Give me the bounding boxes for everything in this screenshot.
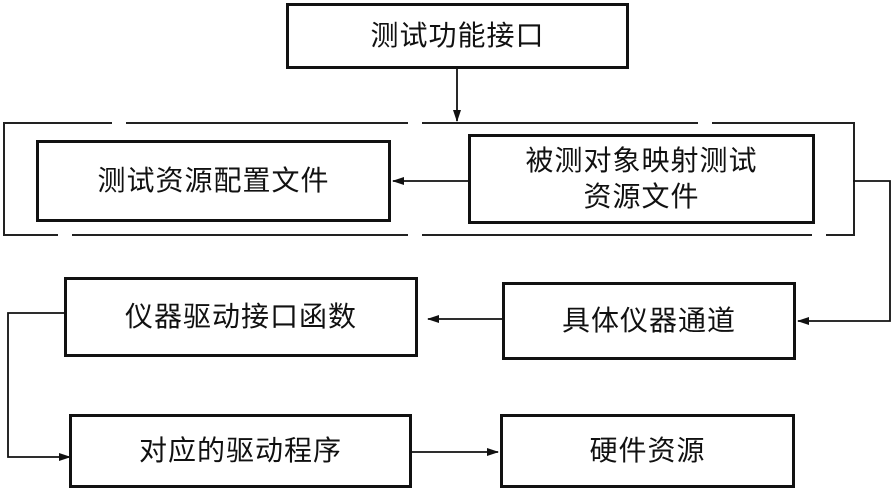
config-files-group-frame [3,122,855,236]
mapping-file-label-line2: 资源文件 [583,180,700,213]
frame-gap [58,232,72,240]
resource-config-label: 测试资源配置文件 [97,164,330,197]
frame-gap [408,118,422,126]
driver-program-label: 对应的驱动程序 [138,434,342,467]
hardware-resource-label: 硬件资源 [589,434,706,467]
mapping-file-box: 被测对象映射测试 资源文件 [468,134,815,224]
frame-gap [408,232,422,240]
arrow-driver-api-to-driver [7,312,71,461]
test-interface-label: 测试功能接口 [370,19,545,52]
resource-config-box: 测试资源配置文件 [36,140,391,222]
frame-gap [698,118,712,126]
test-interface-box: 测试功能接口 [286,3,629,69]
mapping-file-label-line1: 被测对象映射测试 [525,144,758,177]
hardware-resource-box: 硬件资源 [500,414,795,488]
frame-gap [812,232,826,240]
driver-program-box: 对应的驱动程序 [69,414,412,488]
instrument-driver-api-box: 仪器驱动接口函数 [64,277,418,357]
frame-gap [112,118,126,126]
instrument-channel-box: 具体仪器通道 [502,282,796,360]
instrument-channel-label: 具体仪器通道 [561,304,736,337]
instrument-driver-api-label: 仪器驱动接口函数 [124,300,357,333]
